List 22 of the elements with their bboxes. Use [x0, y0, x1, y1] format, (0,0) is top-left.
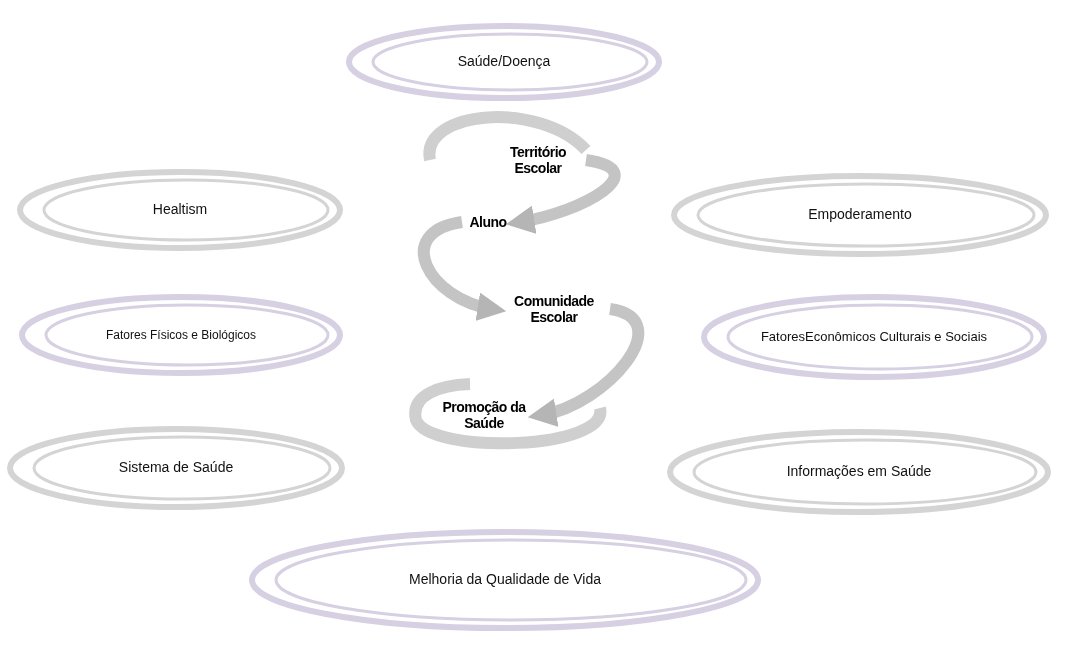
node-label: Empoderamento — [808, 205, 912, 225]
ellipse-node — [16, 168, 344, 252]
ellipse-node — [18, 293, 344, 377]
ellipse-node — [6, 425, 346, 511]
ellipse-node — [248, 528, 762, 632]
node-label: Sistema de Saúde — [118, 458, 234, 478]
curved-arrow — [505, 154, 621, 234]
step-label: Promoção da Saúde — [432, 395, 536, 435]
ellipse-node — [700, 293, 1048, 381]
step-label: Comunidade Escolar — [498, 289, 610, 329]
node-label: Informações em Saúde — [786, 462, 932, 482]
node-label: Saúde/Doença — [457, 52, 551, 72]
ellipse-node — [666, 428, 1052, 516]
node-label: FatoresEconômicos Culturais e Sociais — [760, 328, 988, 346]
ellipse-node — [670, 172, 1050, 258]
node-label: Melhoria da Qualidade de Vida — [409, 570, 601, 590]
node-label: Fatores Físicos e Biológicos — [105, 326, 257, 344]
step-label: Território Escolar — [490, 140, 586, 180]
curved-arrow — [528, 303, 644, 426]
ellipse-node — [345, 22, 663, 102]
node-label: Healtism — [152, 200, 208, 220]
step-label: Aluno — [462, 211, 514, 233]
